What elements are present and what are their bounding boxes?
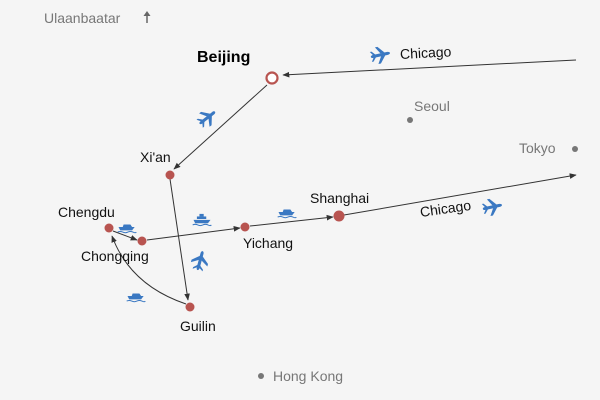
shanghai-label: Shanghai [310,190,370,206]
yichang-label: Yichang [243,235,294,251]
hong-kong-label: Hong Kong [273,368,344,384]
boat-icon [277,209,297,218]
plane-icon [369,44,392,66]
leg-shanghai-chicago [343,173,577,216]
chengdu-marker [104,223,114,233]
guilin-marker [185,302,195,312]
route-lines [111,59,577,305]
leg-yichang-shanghai [249,214,334,227]
shanghai-marker [333,210,345,222]
seoul-label: Seoul [414,98,450,114]
chengdu-label: Chengdu [58,204,115,220]
xian-label: Xi'an [140,149,171,165]
leg-chongqing-yichang [146,226,241,241]
guilin-label: Guilin [180,318,216,334]
ship-icon [192,213,212,226]
seoul-dot [407,117,413,123]
ulaanbaatar-label: Ulaanbaatar [44,10,121,26]
leg-chengdu-chongqing [112,230,138,241]
plane-icon [189,248,211,273]
beijing-label: Beijing [197,49,251,66]
plane-icon [481,196,504,218]
boat-icon [126,293,146,302]
yichang-marker [240,222,250,232]
chicago-arrival-label: Chicago [399,43,452,62]
leg-guilin-chengdu [111,235,187,305]
leg-beijing-xian [173,84,268,170]
up-arrow-icon [143,11,151,23]
leg-chicago-beijing [282,59,577,78]
xian-marker [165,170,175,180]
leg-xian-guilin [169,178,190,301]
plane-icon [194,105,221,131]
tokyo-label: Tokyo [519,140,556,156]
chongqing-marker [137,236,147,246]
beijing-marker [265,71,279,85]
hong-kong-dot [258,373,264,379]
chongqing-label: Chongqing [81,248,149,264]
tokyo-dot [572,146,578,152]
boat-icon [117,224,137,233]
